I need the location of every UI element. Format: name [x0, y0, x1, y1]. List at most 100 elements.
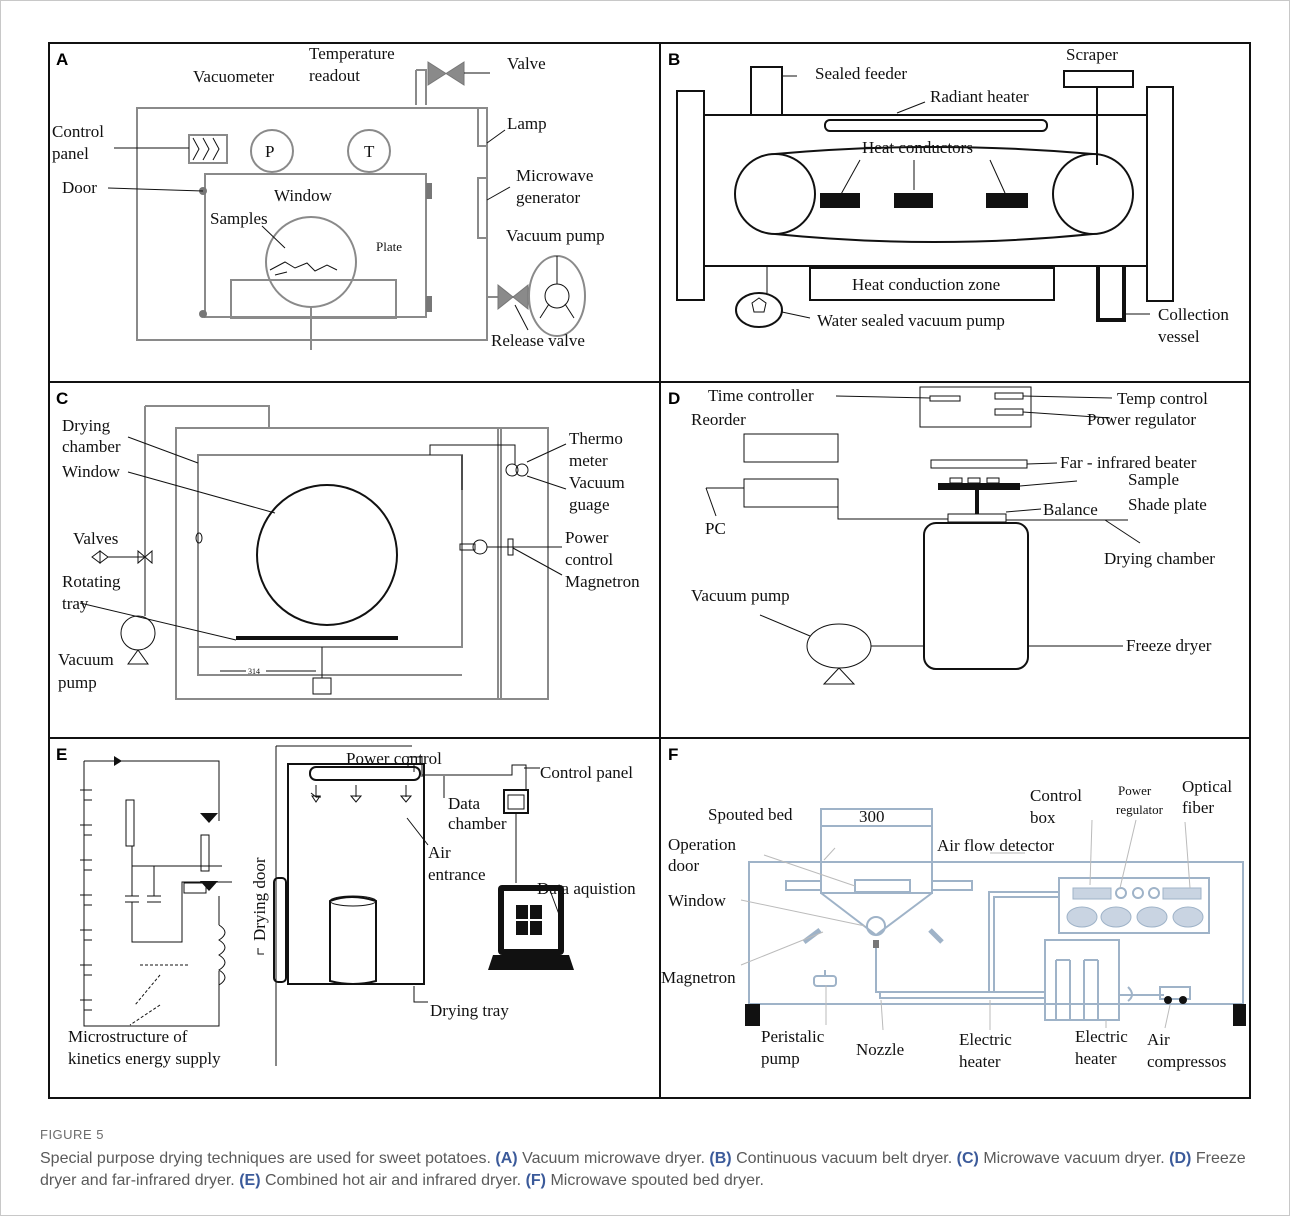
power-control-label: Power control: [346, 749, 442, 768]
valves-label: Valves: [73, 529, 118, 548]
power-regulator-label-1: Power: [1118, 783, 1152, 798]
air-entrance-label-1: Air: [428, 843, 451, 862]
caption-e-tag: (E): [239, 1172, 260, 1189]
e-control-panel-label: Control panel: [540, 763, 633, 782]
drying-tray-label: Drying tray: [430, 1001, 509, 1020]
heat-conduction-zone-label: Heat conduction zone: [852, 275, 1000, 294]
peristaltic-pump-label-2: pump: [761, 1049, 800, 1068]
data-aquistion-label: Data aquistion: [537, 879, 636, 898]
control-box-label-2: box: [1030, 808, 1056, 827]
dimension-314: 314: [248, 667, 260, 676]
figure-number: FIGURE 5: [40, 1127, 104, 1142]
p-label: P: [265, 142, 274, 161]
panel-b-label: B: [668, 50, 680, 69]
release-valve-label: Release valve: [491, 331, 585, 350]
panel-a: A Vacuometer: [52, 44, 605, 350]
heat-conductors-label: Heat conductors: [862, 138, 973, 157]
thermo-label-2: meter: [569, 451, 608, 470]
caption-intro: Special purpose drying techniques are us…: [40, 1150, 491, 1167]
vacuum-guage-label-1: Vacuum: [569, 473, 625, 492]
caption-e-text: Combined hot air and infrared dryer.: [265, 1172, 521, 1189]
pc-label: PC: [705, 519, 726, 538]
figure-caption: Special purpose drying techniques are us…: [40, 1148, 1255, 1192]
temp-control-label: Temp control: [1117, 389, 1208, 408]
optical-fiber-label-1: Optical: [1182, 777, 1232, 796]
figure-diagram: A Vacuometer: [0, 0, 1290, 1120]
panel-f-label: F: [668, 745, 678, 764]
power-control-label-1: Power: [565, 528, 609, 547]
vacuum-guage-label-2: guage: [569, 495, 610, 514]
radiant-heater-label: Radiant heater: [930, 87, 1029, 106]
nozzle-label: Nozzle: [856, 1040, 904, 1059]
peristaltic-pump-label-1: Peristalic: [761, 1027, 825, 1046]
power-regulator-label-2: regulator: [1116, 802, 1164, 817]
magnetron-label: Magnetron: [565, 572, 640, 591]
caption-d-tag: (D): [1169, 1150, 1191, 1167]
valve-label: Valve: [507, 54, 546, 73]
scraper-label: Scraper: [1066, 45, 1118, 64]
electric-heater-label-1: Electric: [959, 1030, 1012, 1049]
caption-c-tag: (C): [957, 1150, 979, 1167]
microwave-label-2: generator: [516, 188, 581, 207]
vacuum-pump-label: Vacuum pump: [506, 226, 605, 245]
lamp-label: Lamp: [507, 114, 547, 133]
caption-a-text: Vacuum microwave dryer.: [522, 1150, 705, 1167]
window-label: Window: [274, 186, 333, 205]
operation-door-label-1: Operation: [668, 835, 736, 854]
vacuometer-label: Vacuometer: [193, 67, 275, 86]
caption-c-text: Microwave vacuum dryer.: [983, 1150, 1164, 1167]
panel-d: D Time controller Temp control Reorder: [668, 386, 1215, 684]
panel-e: E: [56, 745, 636, 1068]
label-300: 300: [859, 807, 885, 826]
power-regulator-label: Power regulator: [1087, 410, 1196, 429]
air-flow-detector-label: Air flow detector: [937, 836, 1054, 855]
panel-d-label: D: [668, 389, 680, 408]
panel-a-label: A: [56, 50, 68, 69]
d-vacuum-pump-label: Vacuum pump: [691, 586, 790, 605]
reorder-label: Reorder: [691, 410, 746, 429]
panel-c: C Drying chamber Window Thermo: [56, 389, 640, 699]
door-label: Door: [62, 178, 97, 197]
f-magnetron-label: Magnetron: [661, 968, 736, 987]
panel-c-label: C: [56, 389, 68, 408]
c-vacuum-pump-label-1: Vacuum: [58, 650, 114, 669]
t-label: T: [364, 142, 375, 161]
drying-chamber-label: Drying chamber: [1104, 549, 1215, 568]
power-control-label-2: control: [565, 550, 613, 569]
shade-plate-label: Shade plate: [1128, 495, 1207, 514]
data-chamber-label-2: chamber: [448, 814, 507, 833]
caption-a-tag: (A): [495, 1150, 517, 1167]
control-box-label-1: Control: [1030, 786, 1082, 805]
spouted-bed-label: Spouted bed: [708, 805, 793, 824]
c-vacuum-pump-label-2: pump: [58, 673, 97, 692]
time-controller-label: Time controller: [708, 386, 814, 405]
readout-label: readout: [309, 66, 360, 85]
operation-door-label-2: door: [668, 856, 700, 875]
microstructure-label-1: Microstructure of: [68, 1027, 188, 1046]
sealed-feeder-label: Sealed feeder: [815, 64, 907, 83]
caption-f-text: Microwave spouted bed dryer.: [550, 1172, 763, 1189]
panel-f: F: [661, 745, 1246, 1071]
drying-chamber-label-1: Drying: [62, 416, 111, 435]
temperature-label: Temperature: [309, 44, 395, 63]
caption-b-tag: (B): [709, 1150, 731, 1167]
caption-f-tag: (F): [526, 1172, 546, 1189]
caption-b-text: Continuous vacuum belt dryer.: [736, 1150, 952, 1167]
rotating-tray-label-1: Rotating: [62, 572, 121, 591]
air-compressor-label-1: Air: [1147, 1030, 1170, 1049]
control-panel-label-2: panel: [52, 144, 89, 163]
microwave-label-1: Microwave: [516, 166, 593, 185]
panel-b: B Sealed feeder Scraper Radiant heater H…: [668, 45, 1229, 346]
collection-label-1: Collection: [1158, 305, 1229, 324]
electric-heater-2-label-2: heater: [1075, 1049, 1117, 1068]
freeze-dryer-label: Freeze dryer: [1126, 636, 1212, 655]
electric-heater-label-2: heater: [959, 1052, 1001, 1071]
drying-door-label: Drying door: [250, 857, 269, 941]
control-panel-label-1: Control: [52, 122, 104, 141]
c-window-label: Window: [62, 462, 121, 481]
drying-chamber-label-2: chamber: [62, 437, 121, 456]
plate-label: Plate: [376, 239, 402, 254]
panel-e-label: E: [56, 745, 67, 764]
thermo-label-1: Thermo: [569, 429, 623, 448]
f-window-label: Window: [668, 891, 727, 910]
